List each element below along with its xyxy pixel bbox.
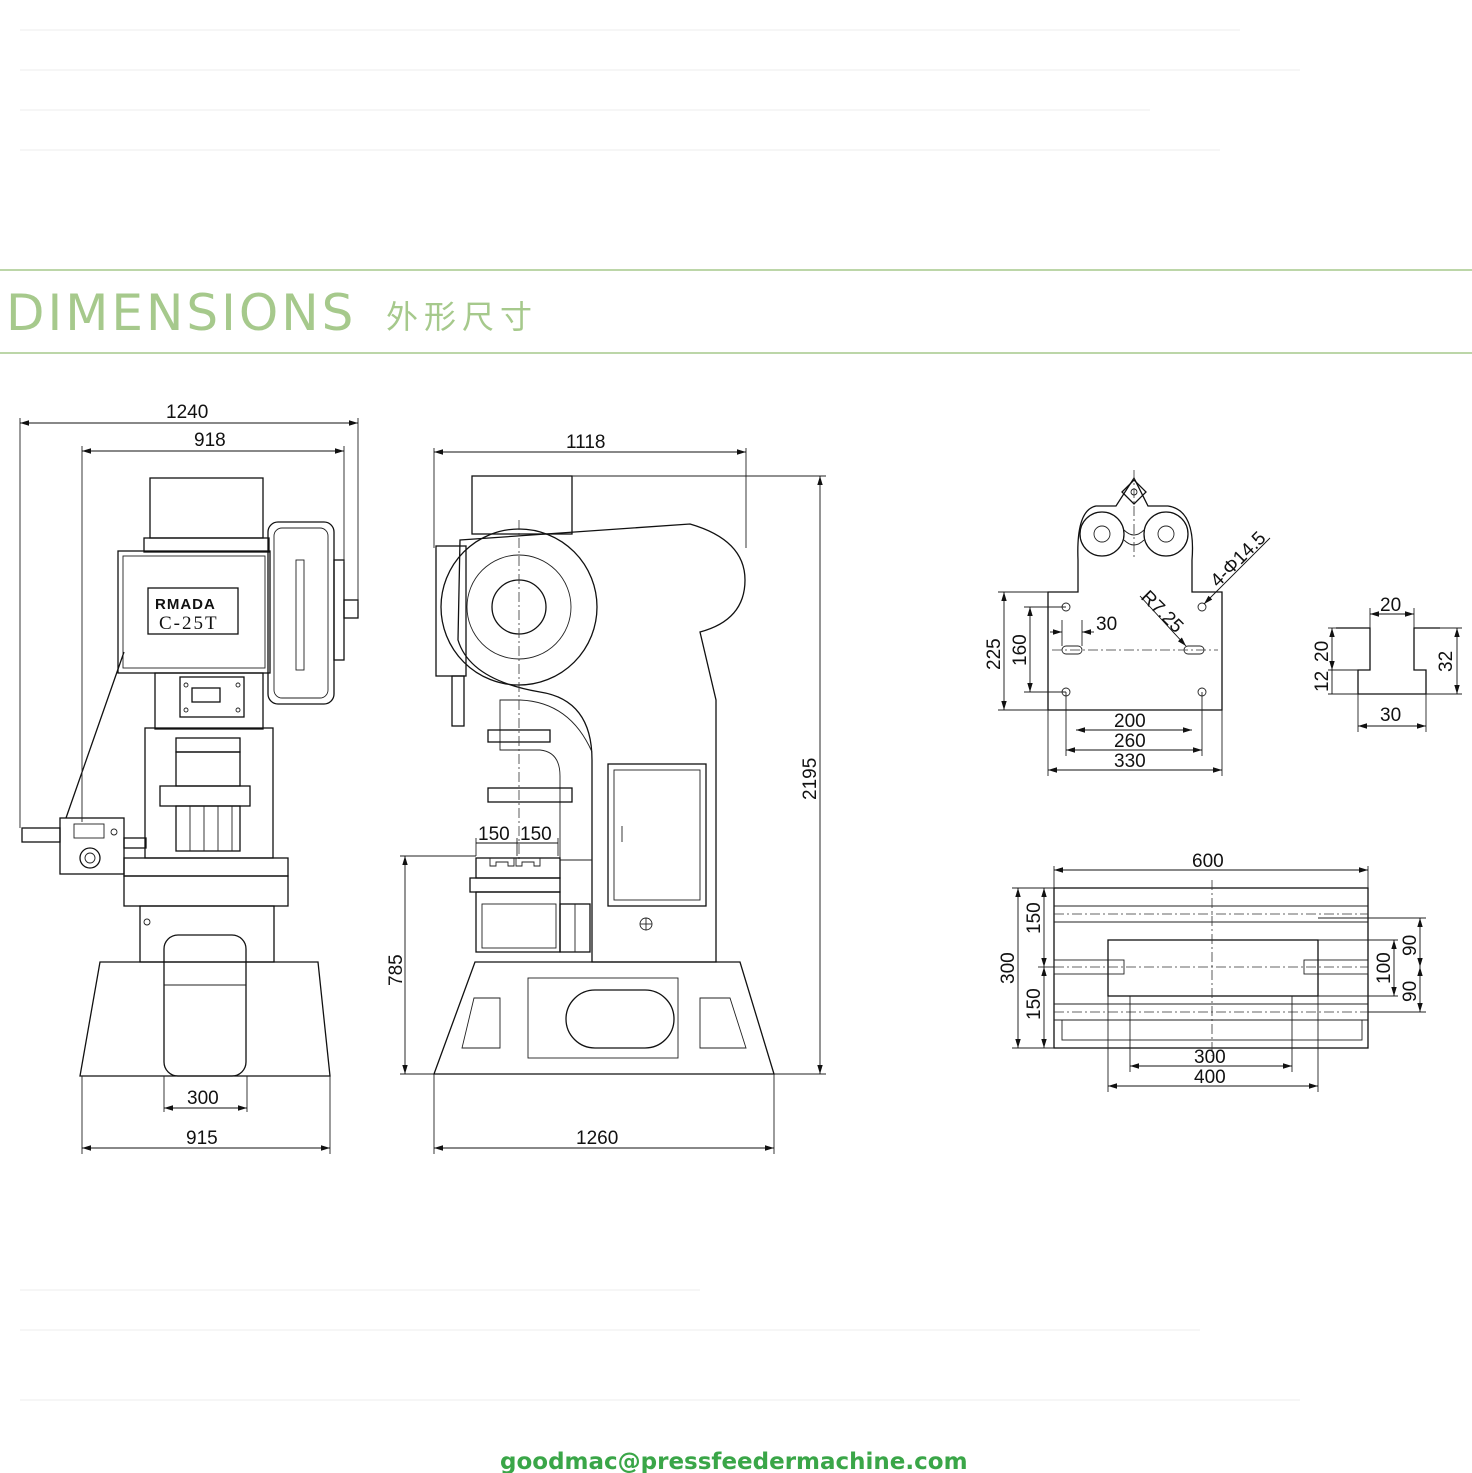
dim-body-width: 918 [194, 430, 226, 451]
dim-tslot-bottom-height: 12 [1312, 671, 1333, 692]
dim-base-width: 915 [186, 1128, 218, 1149]
dim-span-inner: 200 [1114, 711, 1146, 732]
dim-bed-height: 785 [386, 954, 407, 986]
dim-bolster-depth: 300 [998, 952, 1019, 984]
background-ghost [20, 29, 1300, 1401]
front-dims: 1240 918 300 915 [19, 402, 359, 1154]
header: DIMENSIONS 外形尺寸 [0, 269, 1472, 354]
dim-tslot-total-height: 32 [1436, 651, 1457, 672]
dim-overall-width: 1240 [166, 402, 208, 423]
dim-span-outer: 330 [1114, 751, 1146, 772]
side-view: 1118 2195 785 150 150 1260 [386, 432, 826, 1154]
dim-bolster-width: 600 [1192, 851, 1224, 872]
dim-slide-height-inner: 160 [1010, 634, 1031, 666]
tslot-detail: 20 20 12 32 30 [1312, 595, 1462, 732]
page-subtitle: 外形尺寸 [386, 298, 538, 336]
model-label: C-25T [159, 613, 219, 634]
dim-bolster-bottom-margin: 150 [1024, 988, 1045, 1020]
dim-hole-callout: 4-Φ14.5 [1207, 528, 1271, 592]
dim-overall-height: 2195 [800, 758, 821, 800]
dim-radius-callout: R7.25 [1136, 587, 1187, 638]
dim-slot-length: 30 [1096, 614, 1117, 635]
bolster-detail: 600 300 150 150 90 90 100 300 [998, 851, 1426, 1092]
front-view: RMADA C-25T [19, 402, 359, 1154]
slide-detail: 225 160 30 4-Φ14.5 R7.25 200 260 330 [984, 470, 1270, 776]
brand-logo: RMADA [155, 596, 216, 613]
tslot-dims: 20 20 12 32 30 [1312, 595, 1462, 732]
dim-slide-height-outer: 225 [984, 638, 1005, 670]
dim-slot-left: 150 [478, 824, 510, 845]
dim-opening-outer: 400 [1194, 1067, 1226, 1088]
contact-email[interactable]: goodmac@pressfeedermachine.com [500, 1449, 968, 1473]
dim-slot-top: 90 [1400, 935, 1421, 956]
dim-tslot-bottom-width: 30 [1380, 705, 1401, 726]
dim-opening-width: 300 [187, 1088, 219, 1109]
dim-slot-bottom: 90 [1400, 981, 1421, 1002]
page-title: DIMENSIONS [6, 284, 356, 342]
side-dims: 1118 2195 785 150 150 1260 [386, 432, 826, 1154]
slide-dims: 225 160 30 4-Φ14.5 R7.25 200 260 330 [984, 528, 1270, 776]
dim-span-mid: 260 [1114, 731, 1146, 752]
bolster-dims: 600 300 150 150 90 90 100 300 [998, 851, 1426, 1092]
dim-bolster-top-margin: 150 [1024, 902, 1045, 934]
dim-base-depth: 1260 [576, 1128, 618, 1149]
dim-top-depth: 1118 [566, 432, 605, 453]
dim-slot-right: 150 [520, 824, 552, 845]
dim-opening-inner: 300 [1194, 1047, 1226, 1068]
dim-tslot-top-width: 20 [1380, 595, 1401, 616]
dim-slot-mid: 100 [1374, 952, 1395, 984]
dim-tslot-neck-height: 20 [1312, 641, 1333, 662]
